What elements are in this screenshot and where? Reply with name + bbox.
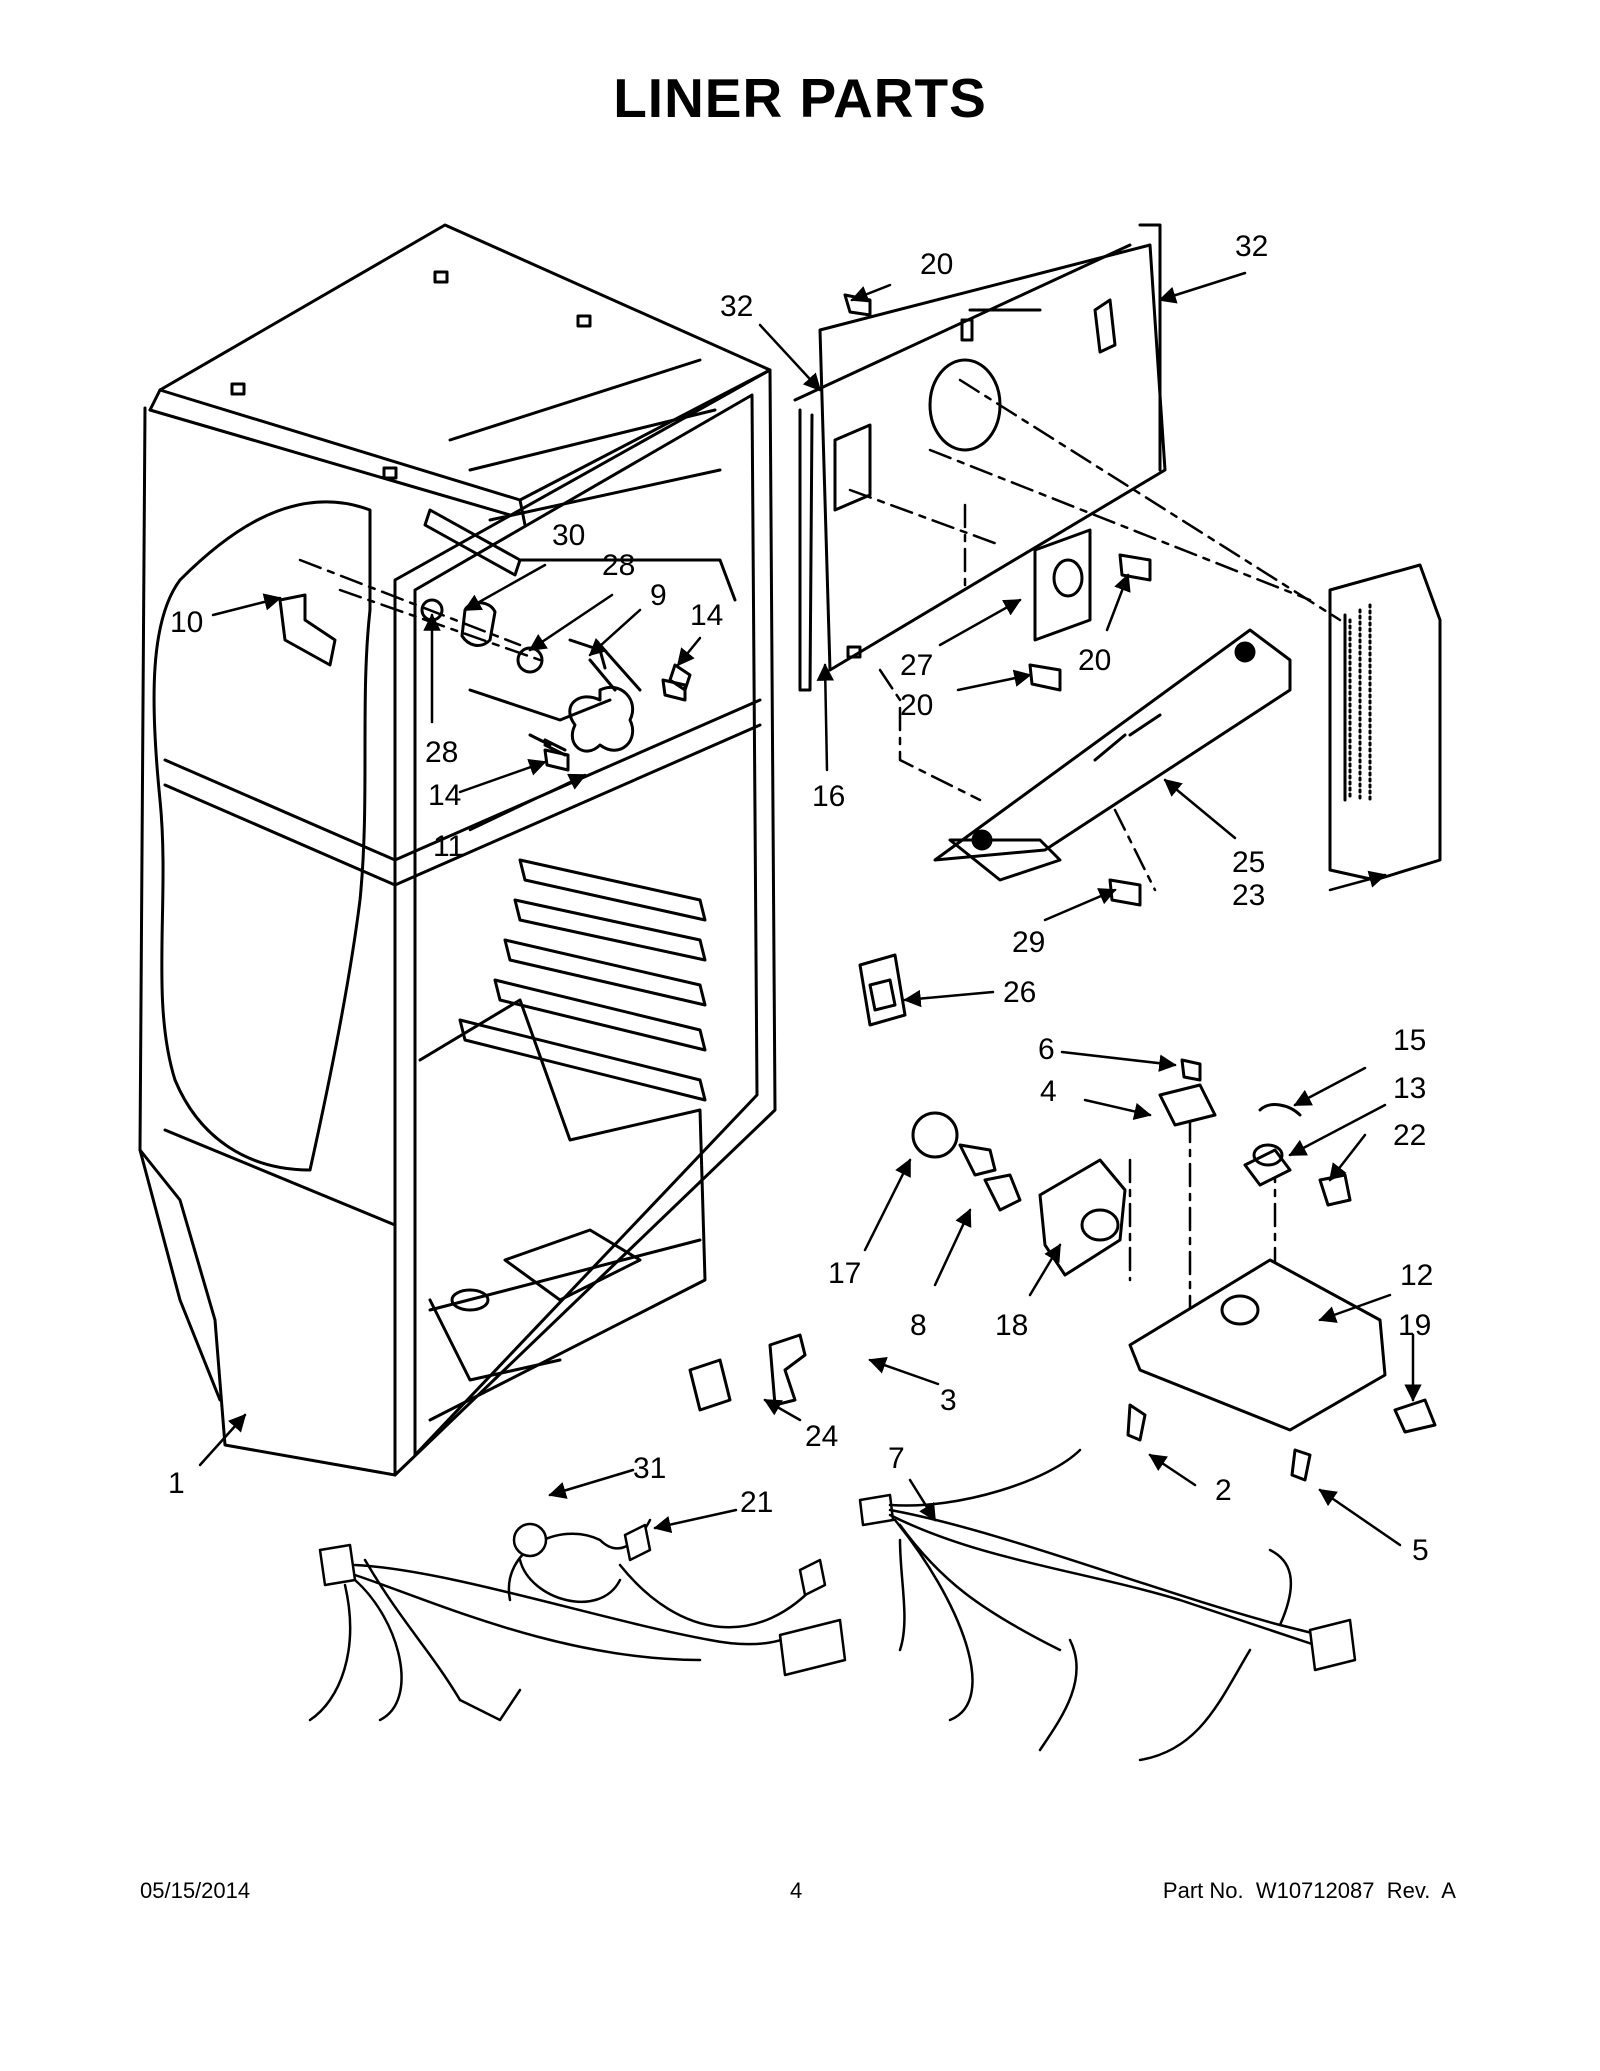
callout-32b: 32	[1235, 230, 1268, 263]
callout-22: 22	[1393, 1119, 1426, 1152]
callout-31: 31	[633, 1452, 666, 1485]
page-title: LINER PARTS	[613, 67, 987, 129]
footer-date: 05/15/2014	[140, 1878, 251, 1903]
callout-5: 5	[1412, 1534, 1429, 1567]
wire-harnesses	[308, 1448, 1357, 1762]
evaporator-cover-panel	[793, 223, 1167, 692]
callout-30: 30	[552, 519, 585, 552]
callout-21: 21	[740, 1486, 773, 1519]
air-duct-cover	[933, 563, 1442, 882]
callout-numbers: 1 2 3 4 5 6 7 8 9 10 11 12 13 14 14 15 1…	[168, 230, 1433, 1567]
callout-28a: 28	[602, 549, 635, 582]
callout-14b: 14	[428, 779, 461, 812]
callout-28b: 28	[425, 736, 458, 769]
callout-4: 4	[1040, 1075, 1057, 1108]
callout-20b: 20	[1078, 644, 1111, 677]
assembly-guide-lines	[298, 378, 1342, 1392]
callout-15: 15	[1393, 1024, 1426, 1057]
callout-17: 17	[828, 1257, 861, 1290]
callout-10: 10	[170, 606, 203, 639]
callout-3: 3	[940, 1384, 957, 1417]
callout-18: 18	[995, 1309, 1028, 1342]
callout-6: 6	[1038, 1033, 1055, 1066]
callout-12: 12	[1400, 1259, 1433, 1292]
callout-25: 25	[1232, 846, 1265, 879]
callout-leaders	[198, 271, 1422, 1547]
callout-19: 19	[1398, 1309, 1431, 1342]
callout-32a: 32	[720, 290, 753, 323]
callout-29: 29	[1012, 926, 1045, 959]
callout-13: 13	[1393, 1072, 1426, 1105]
liner-cabinet	[138, 223, 777, 1477]
callout-14a: 14	[690, 599, 723, 632]
control-components	[688, 953, 1437, 1434]
callout-26: 26	[1003, 976, 1036, 1009]
callout-20a: 20	[920, 248, 953, 281]
callout-1: 1	[168, 1467, 185, 1500]
callout-8: 8	[910, 1309, 927, 1342]
callout-27: 27	[900, 649, 933, 682]
callout-2: 2	[1215, 1474, 1232, 1507]
callout-24: 24	[805, 1420, 838, 1453]
callout-23: 23	[1232, 879, 1265, 912]
callout-7: 7	[888, 1442, 905, 1475]
footer-page-number: 4	[790, 1878, 803, 1903]
footer-part-number: Part No. W10712087 Rev. A	[1162, 1878, 1456, 1903]
callout-20c: 20	[900, 689, 933, 722]
callout-16: 16	[812, 780, 845, 813]
callout-9: 9	[650, 579, 667, 612]
callout-11: 11	[433, 830, 464, 863]
